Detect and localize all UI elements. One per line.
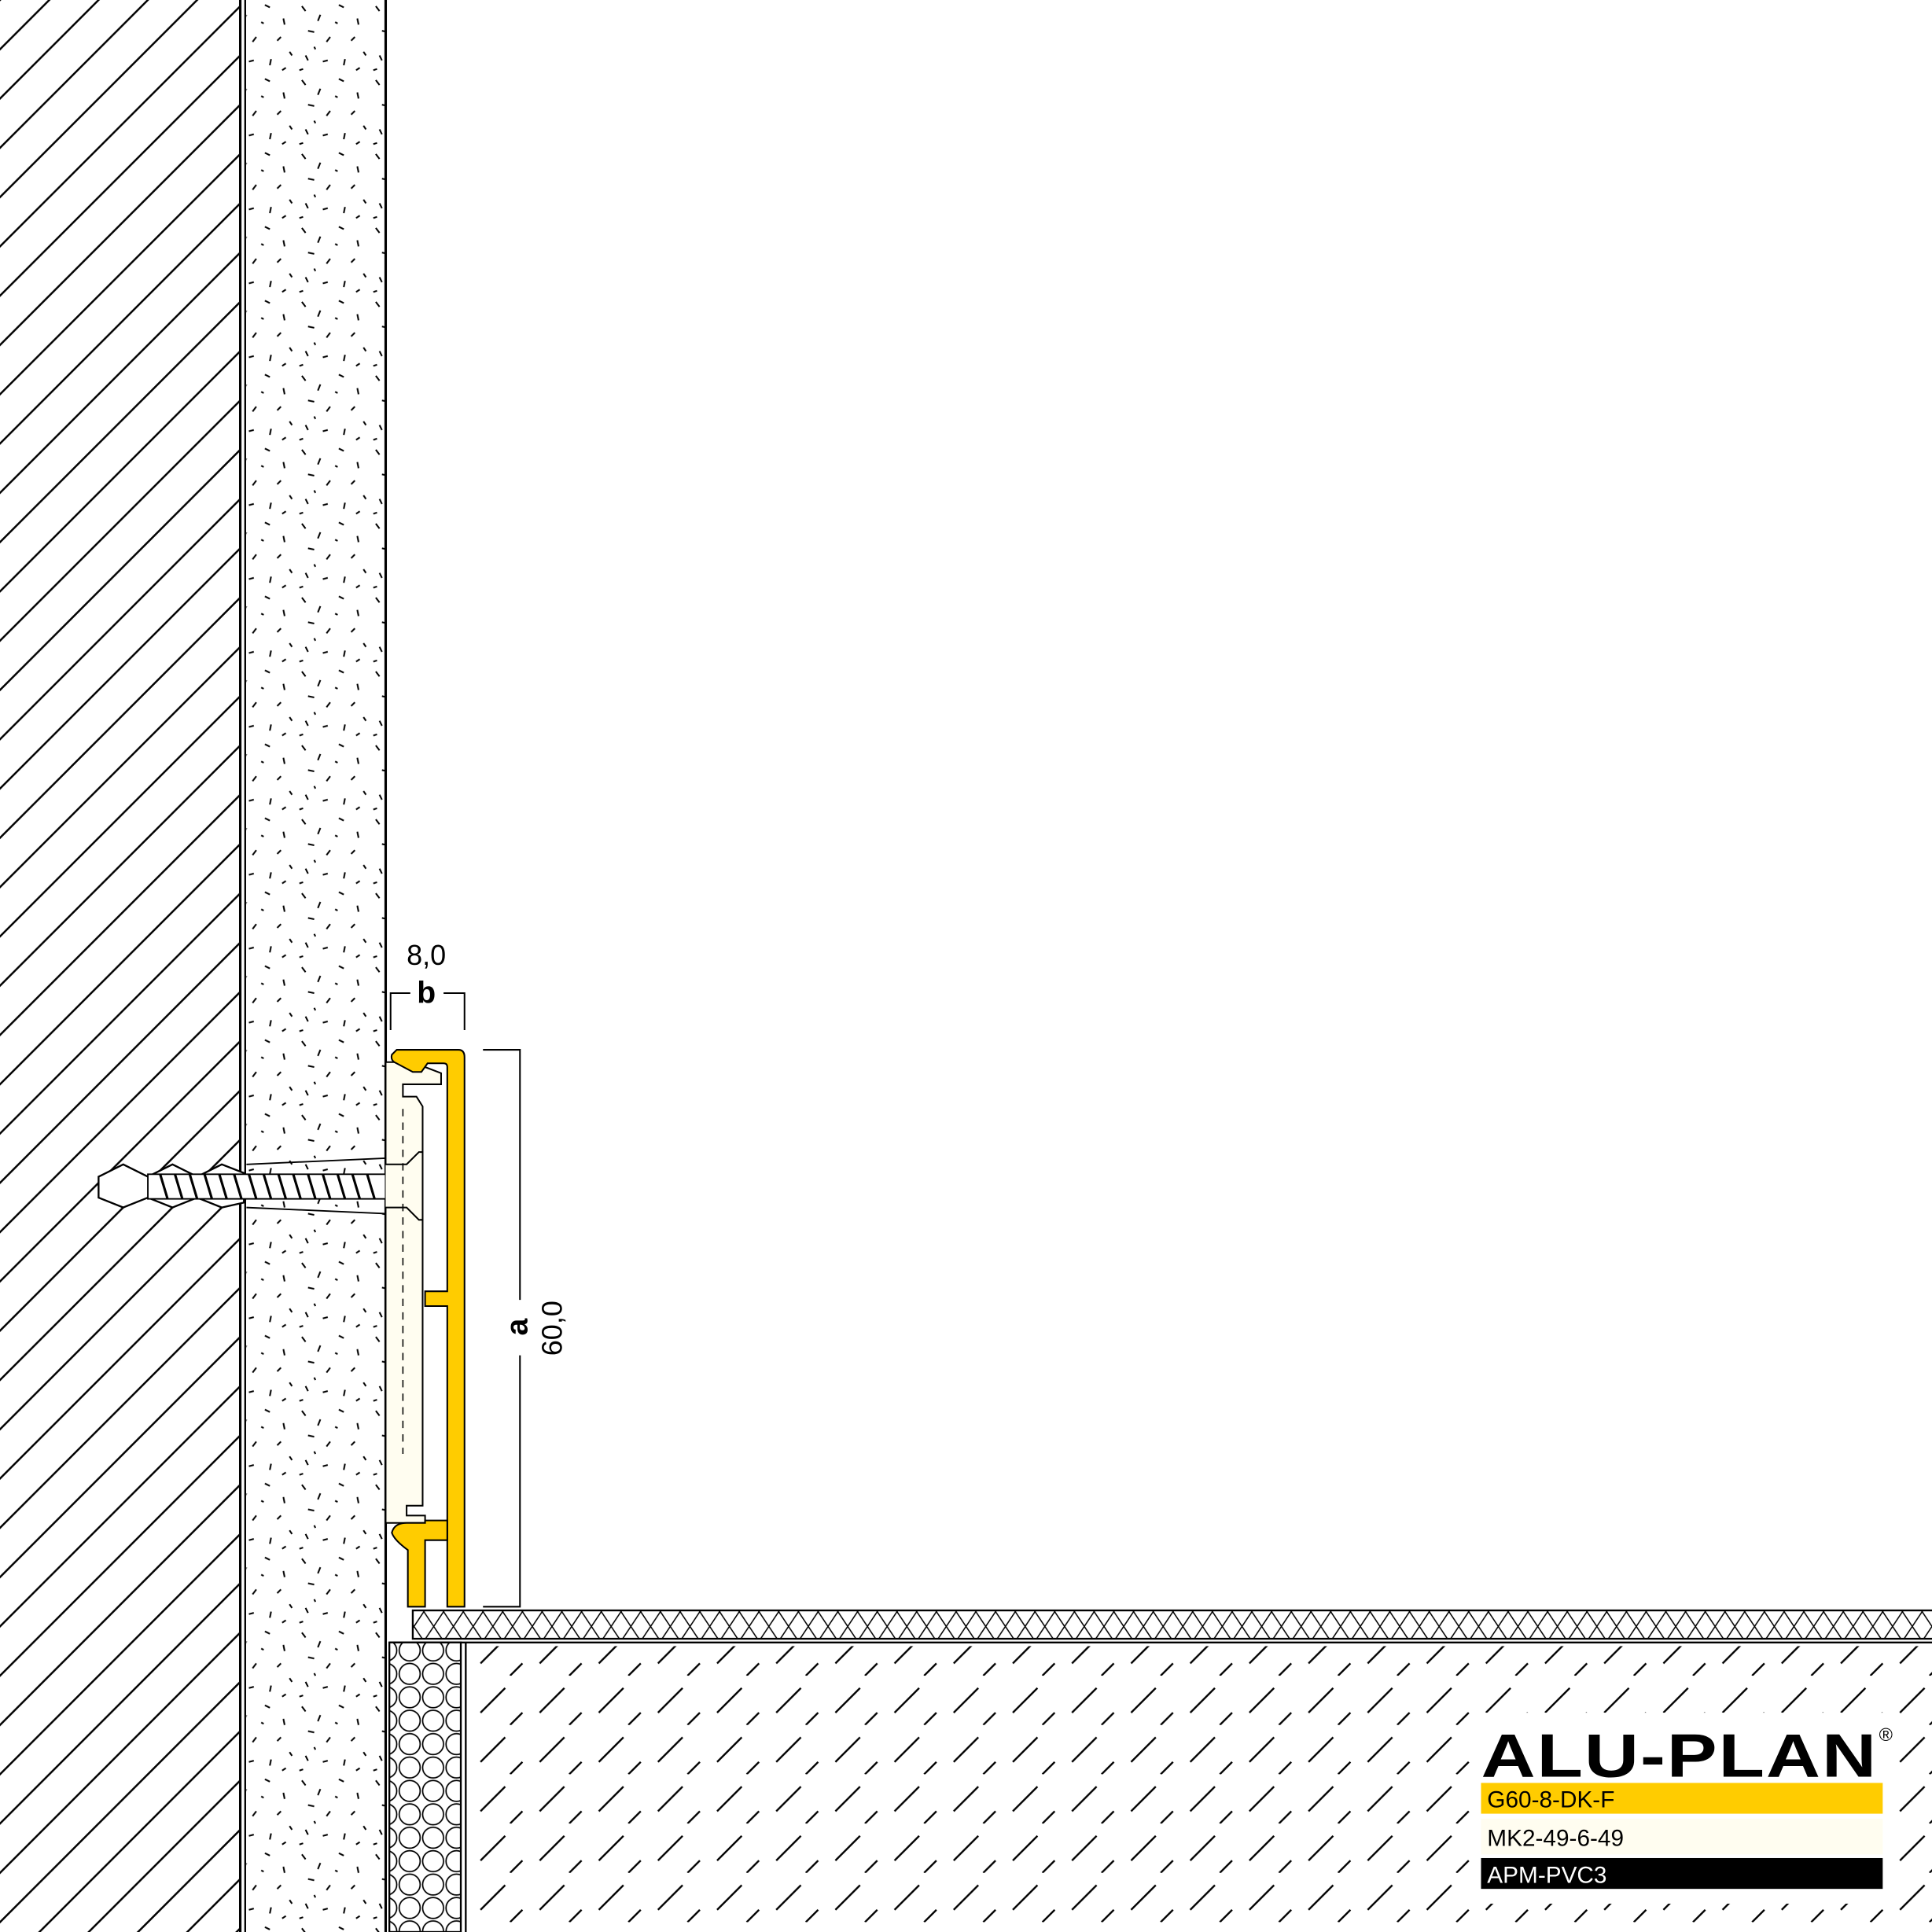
edge-insulation-strip [388, 1641, 462, 1932]
dimension-b-label: b [417, 977, 436, 1010]
dimension-b-value: 8,0 [407, 939, 446, 971]
dimension-a-label: a [501, 1318, 535, 1336]
legend-code-insert: MK2-49-6-49 [1487, 1825, 1624, 1851]
legend-code-edge: APM-PVC3 [1487, 1862, 1606, 1888]
legend-swatch-edge [1481, 1857, 1883, 1890]
dimension-b: b 8,0 [389, 939, 466, 1030]
legend-swatch-profile [1481, 1783, 1883, 1814]
legend-block: ALU-PLAN ® G60-8-DK-F MK2-49-6-49 APM-PV… [1474, 1713, 1899, 1904]
dimension-a-value: 60,0 [536, 1301, 569, 1356]
legend-swatch-insert [1481, 1818, 1883, 1855]
legend-code-profile: G60-8-DK-F [1487, 1787, 1614, 1813]
dimension-a: a 60,0 [483, 1049, 569, 1608]
masonry-wall [0, 0, 241, 1932]
floor-tile-layer [411, 1609, 1932, 1640]
registered-mark: ® [1879, 1724, 1893, 1745]
brand-logo: ALU-PLAN [1481, 1721, 1878, 1790]
screw-dowel [98, 1157, 396, 1215]
plaster-layer [246, 0, 386, 1932]
skirting-profile [390, 1049, 466, 1608]
